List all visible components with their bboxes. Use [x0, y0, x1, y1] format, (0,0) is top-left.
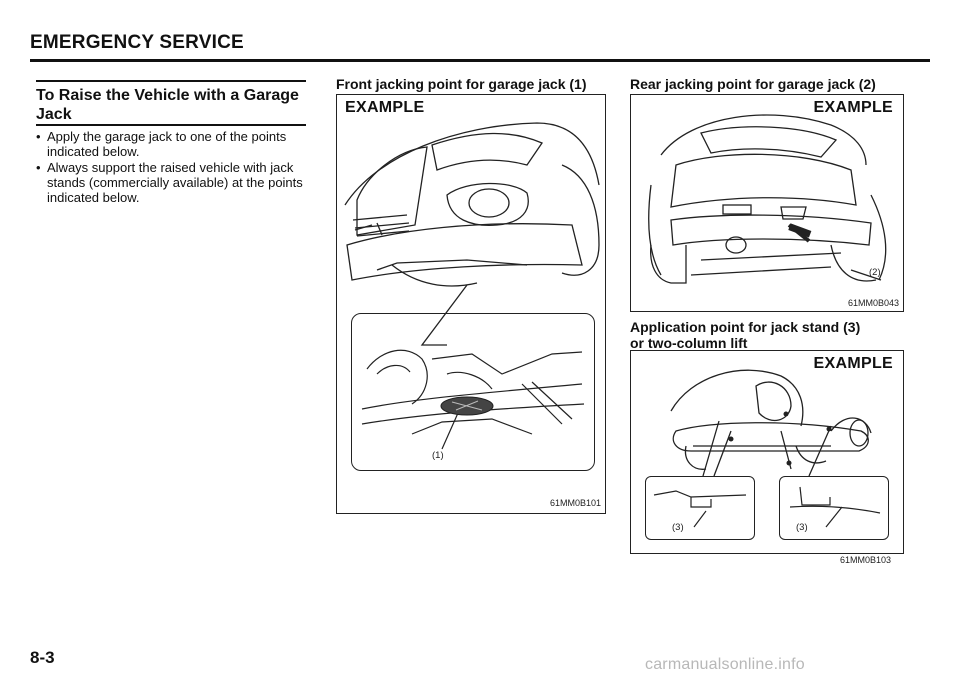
section-title: To Raise the Vehicle with a Garage Jack — [36, 87, 299, 123]
section-header-title: EMERGENCY SERVICE — [30, 32, 244, 53]
front-figure-frame: EXAMPLE — [336, 94, 606, 514]
stand-example-label: EXAMPLE — [813, 355, 893, 372]
stand-point-callout-right: (3) — [796, 522, 808, 533]
front-figure-code: 61MM0B101 — [549, 498, 601, 508]
section-title-rule-bottom — [36, 124, 306, 126]
instruction-list: Apply the garage jack to one of the poin… — [36, 129, 308, 206]
stand-figure-title-line2: or two-column lift — [630, 335, 748, 351]
rear-car-illustration — [648, 114, 887, 284]
jack-stand-car-illustration — [670, 369, 872, 477]
instruction-item: Apply the garage jack to one of the poin… — [36, 129, 308, 159]
stand-figure-title: Application point for jack stand (3) or … — [630, 319, 860, 351]
stand-point-right-illustration — [789, 486, 881, 528]
section-title-rule-top — [36, 80, 306, 82]
rear-example-label: EXAMPLE — [813, 99, 893, 116]
stand-figure-code: 61MM0B103 — [840, 555, 892, 565]
page-number: 8-3 — [30, 648, 55, 667]
watermark-text: carmanualsonline.info — [645, 656, 805, 673]
stand-figure-title-line1: Application point for jack stand (3) — [630, 319, 861, 335]
front-detail-inset: (1) — [351, 313, 595, 471]
stand-detail-inset-left: (3) — [645, 476, 755, 540]
stand-point-callout-left: (3) — [672, 522, 684, 533]
rear-jack-point-callout: (2) — [869, 267, 881, 278]
front-jack-point-illustration — [361, 349, 585, 450]
front-bumper-illustration — [344, 122, 600, 346]
rear-figure-frame: EXAMPLE (2) 61MM0B043 — [630, 94, 904, 312]
rear-figure-code: 61MM0B043 — [847, 298, 899, 308]
rear-figure-title: Rear jacking point for garage jack (2) — [630, 76, 876, 92]
header-divider — [30, 59, 930, 62]
front-example-label: EXAMPLE — [345, 99, 425, 116]
stand-detail-inset-right: (3) — [779, 476, 889, 540]
front-figure-title: Front jacking point for garage jack (1) — [336, 76, 587, 92]
front-jack-point-callout: (1) — [432, 450, 444, 461]
stand-figure-frame: EXAMPLE (3) — [630, 350, 904, 554]
stand-point-left-illustration — [653, 490, 747, 528]
instruction-item: Always support the raised vehicle with j… — [36, 160, 308, 205]
